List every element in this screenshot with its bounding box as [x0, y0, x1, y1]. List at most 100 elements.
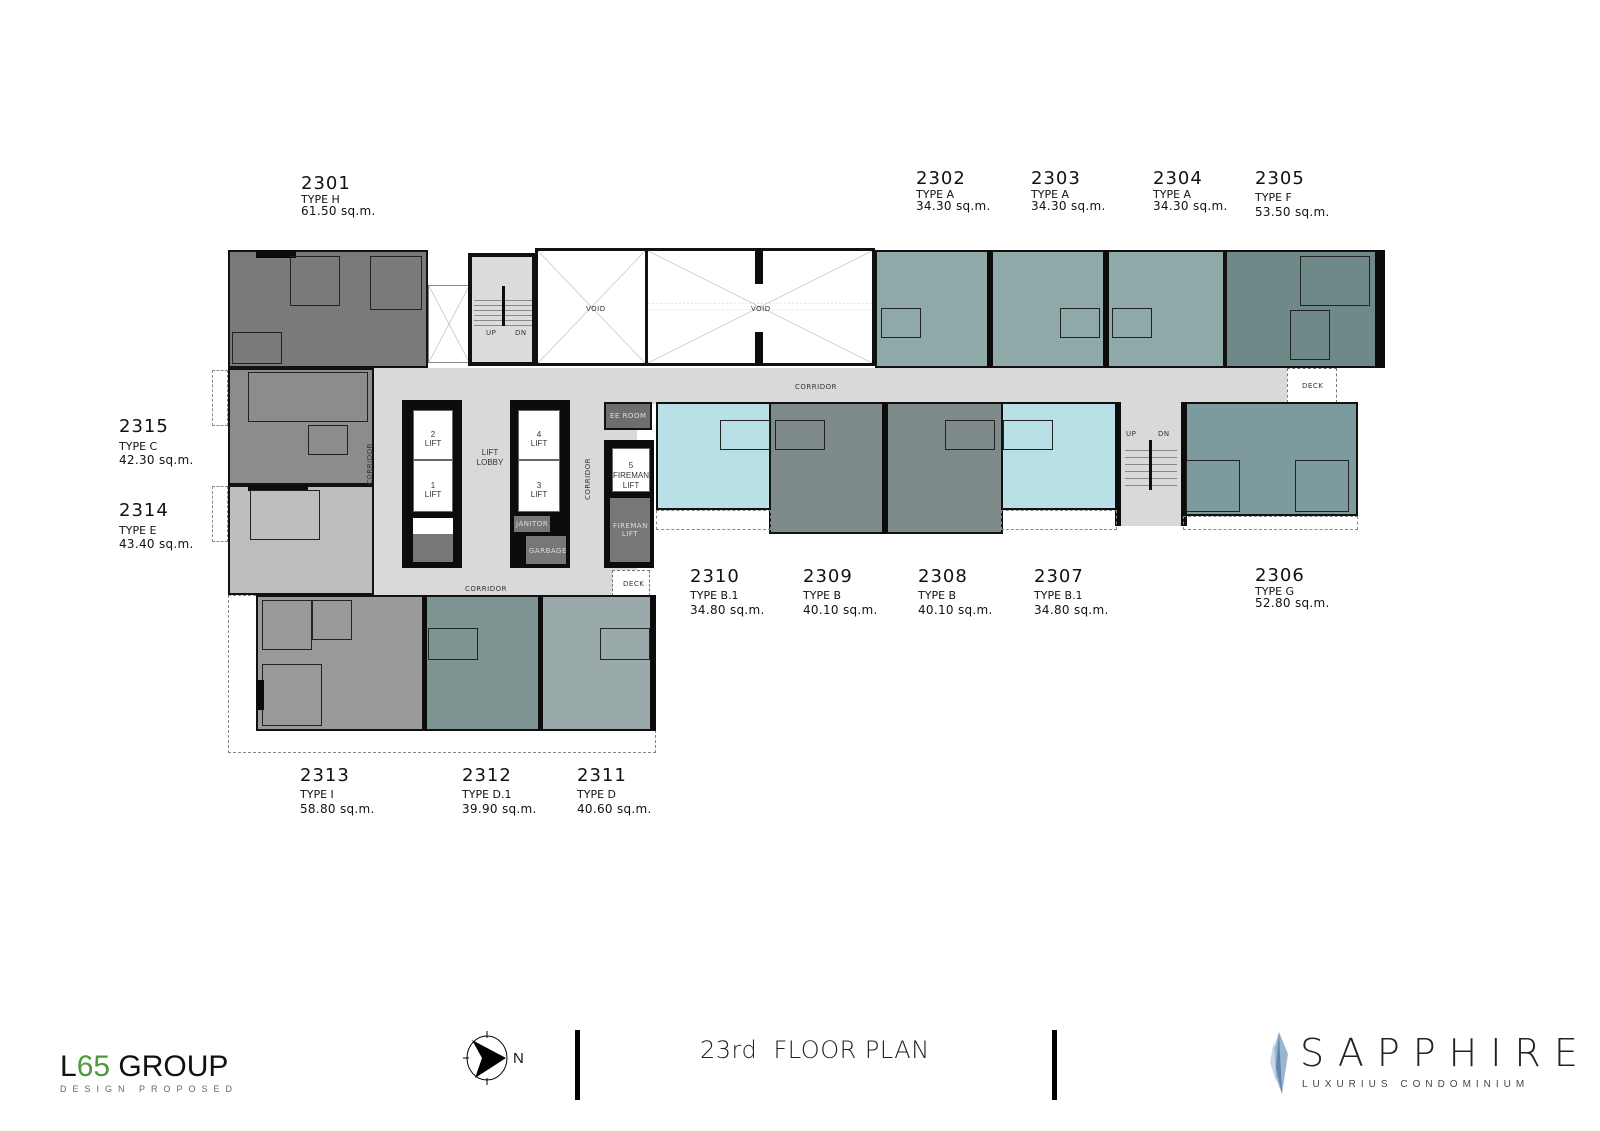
- lift-lobby-label: LIFT LOBBY: [476, 448, 504, 467]
- unit-area: 52.80 sq.m.: [1255, 596, 1330, 611]
- fireman-lobby: FIREMAN LIFT: [610, 498, 650, 562]
- unit-label-2306: 2306 TYPE G 52.80 sq.m.: [1255, 566, 1330, 611]
- unit-type: TYPE F: [1255, 190, 1292, 204]
- bathroom: [1060, 308, 1100, 338]
- party-wall: [422, 595, 427, 731]
- unit-area: 40.10 sq.m.: [918, 603, 993, 618]
- wall: [248, 485, 308, 491]
- unit-number: 2301: [301, 173, 351, 194]
- void-large-1: VOID: [535, 248, 648, 366]
- unit-number: 2309: [803, 566, 853, 587]
- unit-type: TYPE D.1: [462, 787, 512, 801]
- unit-label-2307: 2307 TYPE B.1 34.80 sq.m.: [1034, 567, 1109, 617]
- developer-tagline: DESIGN PROPOSED: [60, 1084, 239, 1094]
- corridor-label-east: CORRIDOR: [584, 458, 592, 500]
- wall: [256, 250, 296, 258]
- unit-type: TYPE G: [1255, 584, 1295, 598]
- unit-number: 2313: [300, 765, 350, 786]
- unit-number: 2314: [119, 500, 169, 521]
- unit-2303[interactable]: [991, 250, 1109, 368]
- wall: [1375, 250, 1385, 368]
- unit-area: 61.50 sq.m.: [301, 204, 376, 219]
- void-small: [413, 518, 453, 534]
- bathroom: [428, 628, 478, 660]
- unit-area: 34.30 sq.m.: [1153, 199, 1228, 214]
- bedroom: [1300, 256, 1370, 306]
- footer-divider-right: [1052, 1030, 1057, 1100]
- unit-2315[interactable]: [228, 368, 374, 485]
- unit-number: 2312: [462, 765, 512, 786]
- corridor-label-west: CORRIDOR: [366, 443, 374, 485]
- bathroom: [232, 332, 282, 364]
- unit-2304[interactable]: [1107, 250, 1225, 368]
- unit-2312[interactable]: [424, 595, 542, 731]
- bathroom: [600, 628, 650, 660]
- footer: L65 GROUP DESIGN PROPOSED N 23rd FLOOR P…: [0, 1000, 1600, 1131]
- unit-type: TYPE B.1: [1034, 588, 1083, 602]
- unit-area: 58.80 sq.m.: [300, 802, 375, 817]
- unit-label-2314: 2314 TYPE E 43.40 sq.m.: [119, 500, 194, 552]
- unit-2311[interactable]: [540, 595, 656, 731]
- unit-number: 2311: [577, 765, 627, 786]
- bathroom: [881, 308, 921, 338]
- unit-2305[interactable]: [1225, 250, 1385, 368]
- balcony: [212, 370, 228, 426]
- brand-logo: SAPPHIRE LUXURIUS CONDOMINIUM: [1264, 1028, 1578, 1098]
- unit-2307[interactable]: [1001, 402, 1117, 510]
- unit-type: TYPE I: [300, 787, 334, 801]
- unit-2302[interactable]: [875, 250, 993, 368]
- unit-number: 2304: [1153, 168, 1203, 189]
- developer-logo-text: L65 GROUP: [60, 1050, 229, 1083]
- garbage-label: GARBAGE: [529, 547, 567, 555]
- janitor-label: JANITOR: [516, 520, 549, 528]
- unit-area: 39.90 sq.m.: [462, 802, 537, 817]
- living-room: [248, 372, 368, 422]
- void-shaft: [428, 285, 470, 363]
- bathroom: [720, 420, 770, 450]
- unit-area: 40.60 sq.m.: [577, 802, 652, 817]
- ee-room: EE ROOM: [604, 402, 652, 430]
- unit-label-2311: 2311 TYPE D 40.60 sq.m.: [577, 765, 652, 817]
- garbage-room: GARBAGE: [526, 536, 566, 564]
- balcony: [212, 486, 228, 542]
- unit-2306[interactable]: [1183, 402, 1358, 516]
- void-label: VOID: [751, 305, 771, 313]
- unit-2313[interactable]: [256, 595, 426, 731]
- unit-number: 2315: [119, 416, 169, 437]
- unit-number: 2308: [918, 566, 968, 587]
- unit-label-2315: 2315 TYPE C 42.30 sq.m.: [119, 416, 194, 467]
- bedroom: [250, 490, 320, 540]
- stair-divider: [1149, 440, 1152, 490]
- floor-plan: 2301 TYPE H 61.50 sq.m. 2302 TYPE A 34.3…: [119, 168, 1385, 817]
- wall: [1115, 402, 1121, 526]
- unit-area: 43.40 sq.m.: [119, 537, 194, 552]
- unit-2310[interactable]: [656, 402, 771, 510]
- unit-2308[interactable]: [885, 402, 1003, 534]
- brand-tagline: LUXURIUS CONDOMINIUM: [1302, 1079, 1530, 1090]
- bedroom: [262, 664, 322, 726]
- north-label: N: [513, 1050, 524, 1067]
- unit-label-2301: 2301 TYPE H 61.50 sq.m.: [301, 173, 376, 219]
- unit-2309[interactable]: [769, 402, 887, 534]
- sapphire-crystal-icon: [1270, 1032, 1288, 1094]
- stair-dn-label: DN: [1158, 430, 1170, 438]
- unit-area: 34.80 sq.m.: [690, 603, 765, 618]
- deck-east: DECK: [1287, 368, 1337, 403]
- north-compass: N: [462, 1028, 532, 1088]
- unit-number: 2302: [916, 168, 966, 189]
- unit-type: TYPE E: [119, 523, 157, 537]
- wall: [256, 680, 264, 710]
- column: [755, 332, 763, 366]
- wall: [1181, 402, 1187, 526]
- bedroom: [1295, 460, 1349, 512]
